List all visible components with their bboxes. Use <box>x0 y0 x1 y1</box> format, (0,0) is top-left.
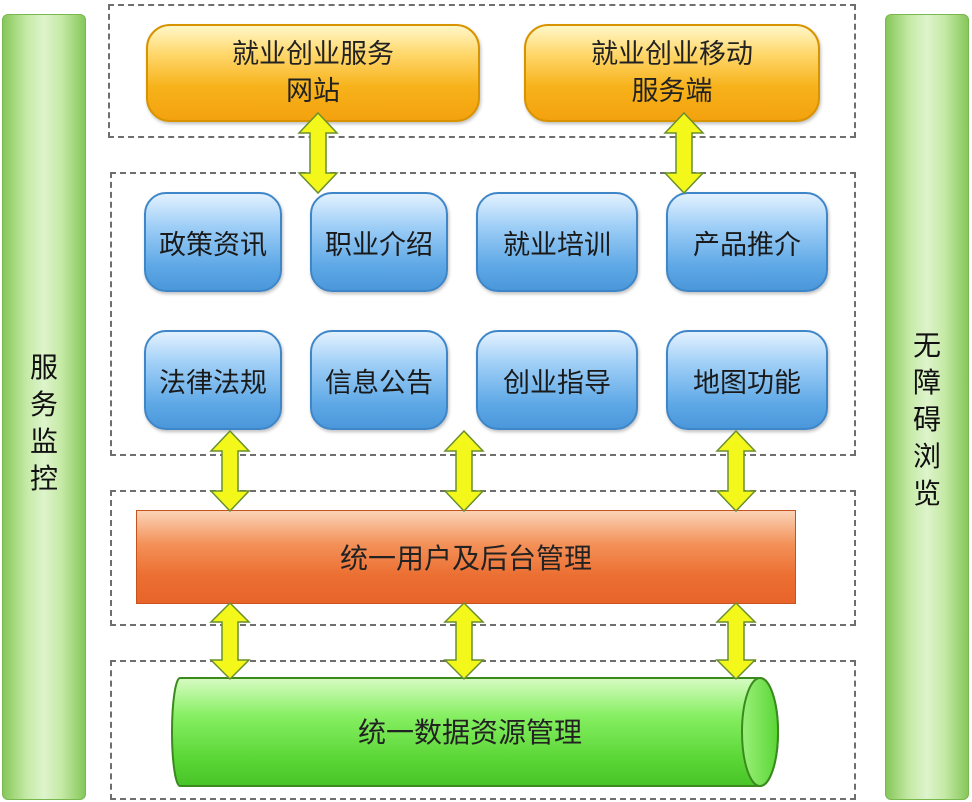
unified-data-label: 统一数据资源管理 <box>357 716 582 749</box>
arrow-management-data-right <box>715 601 757 681</box>
service-monitor-label: 服 务 监 控 <box>29 351 58 495</box>
module-announcements: 信息公告 <box>310 330 448 430</box>
channel-layer-group <box>108 4 856 138</box>
module-product-promotion: 产品推介 <box>666 192 828 292</box>
unified-data-cylinder <box>171 677 779 787</box>
employment-website-box: 就业创业服务 网站 <box>146 24 480 122</box>
arrow-modules-management-left <box>209 429 251 513</box>
service-monitor-pillar: 服 务 监 控 <box>2 14 86 800</box>
module-job-referral: 职业介绍 <box>310 192 448 292</box>
module-startup-guidance: 创业指导 <box>476 330 638 430</box>
unified-user-management-bar: 统一用户及后台管理 <box>136 510 796 604</box>
module-map-function: 地图功能 <box>666 330 828 430</box>
module-policy-news: 政策资讯 <box>144 192 282 292</box>
arrow-modules-management-right <box>715 429 757 513</box>
employment-mobile-box: 就业创业移动 服务端 <box>524 24 820 122</box>
arrow-modules-management-center <box>443 429 485 513</box>
module-laws-regulations: 法律法规 <box>144 330 282 430</box>
module-employment-training: 就业培训 <box>476 192 638 292</box>
cylinder-cap <box>741 677 779 787</box>
arrow-website-modules <box>297 111 339 195</box>
accessibility-pillar: 无 障 碍 浏 览 <box>885 14 969 800</box>
module-layer-group <box>110 172 856 456</box>
accessibility-label: 无 障 碍 浏 览 <box>912 329 941 510</box>
arrow-management-data-center <box>443 601 485 681</box>
arrow-mobile-modules <box>663 111 705 195</box>
arrow-management-data-left <box>209 601 251 681</box>
